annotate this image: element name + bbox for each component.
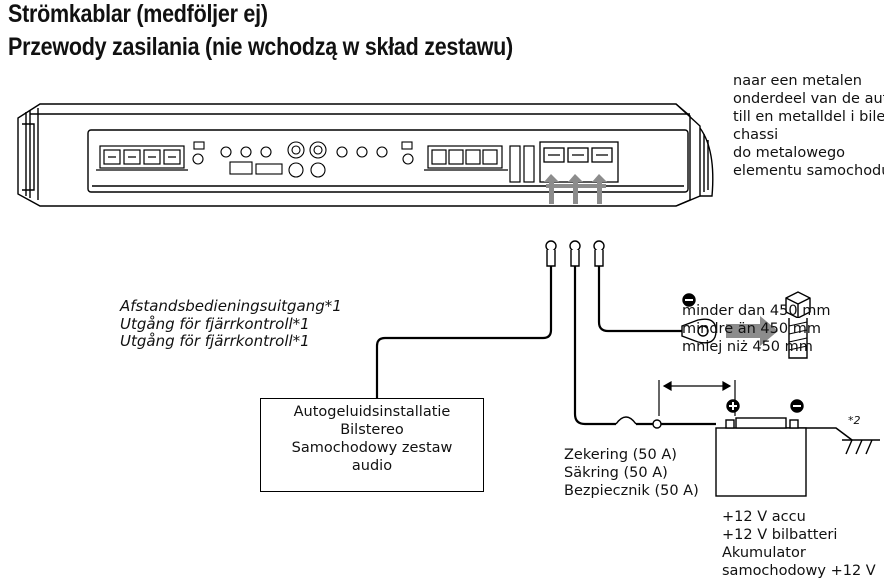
speaker-terminal-left: [96, 145, 188, 171]
power-terminal-block: [539, 141, 619, 183]
control-panel: [192, 141, 414, 178]
speaker-terminal-right: [424, 145, 535, 183]
amplifier-unit: [17, 103, 714, 207]
battery-icon: [715, 399, 807, 497]
ring-terminals: [545, 240, 605, 267]
title-line-1: Strömkablar (medföljer ej): [8, 0, 268, 28]
fuse-icon: [615, 416, 662, 429]
wires: [375, 266, 853, 441]
fuse-label: Zekering (50 A) Säkring (50 A) Bezpieczn…: [564, 447, 699, 499]
ground-wire: [597, 266, 682, 333]
arrow-right-icon: [726, 316, 778, 346]
battery-label: +12 V accu +12 V bilbatteri Akumulator s…: [722, 509, 876, 579]
ground-symbol-icon: [842, 439, 880, 455]
cable-length-label: minder dan 450 mm mindre än 450 mm mniej…: [682, 303, 831, 355]
chassis-label: naar een metalen onderdeel van de auto t…: [733, 73, 884, 179]
title-line-2: Przewody zasilania (nie wchodzą w skład …: [8, 33, 513, 61]
chassis-ground: [681, 291, 811, 359]
ground-footnote: *2: [848, 414, 861, 427]
length-indicator: [658, 380, 736, 416]
car-audio-box: Autogeluidsinstallatie Bilstereo Samocho…: [260, 398, 484, 492]
connection-arrows: [544, 174, 607, 204]
power-wire: [573, 266, 616, 426]
remote-wire: [375, 266, 553, 398]
remote-output-label: Afstandsbedieningsuitgang*1 Utgång för f…: [120, 297, 342, 350]
